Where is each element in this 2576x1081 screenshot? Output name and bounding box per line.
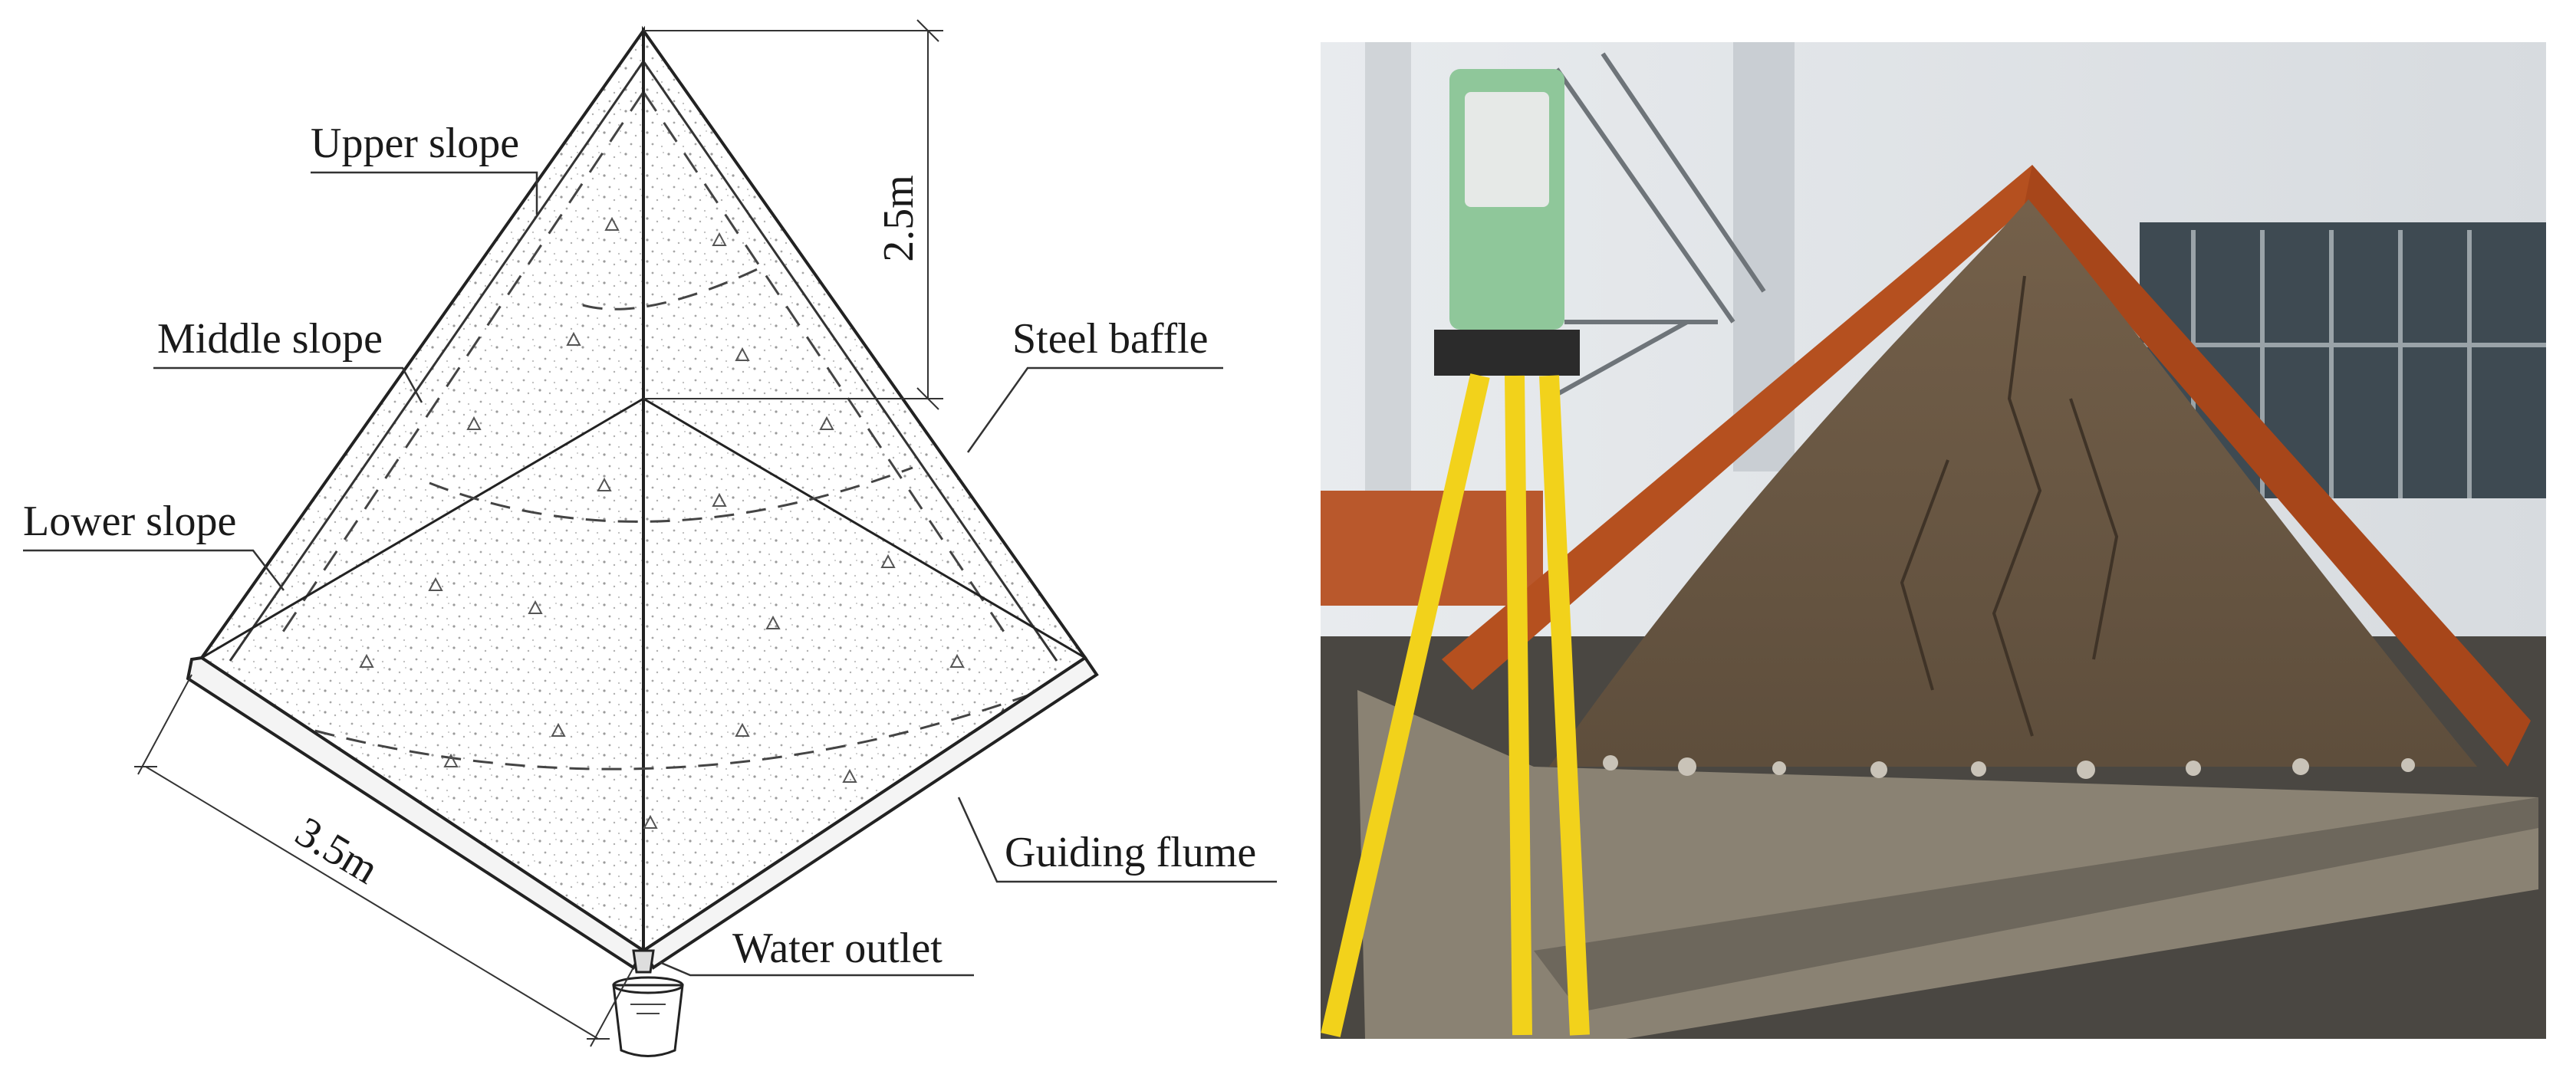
soil-cracks	[1900, 275, 2119, 737]
experiment-photo	[1321, 42, 2546, 1039]
middle-slope-leader	[153, 366, 423, 403]
lower-slope-leader	[23, 549, 285, 591]
width-dim-label: 3.5m	[288, 808, 387, 894]
water-outlet-bucket	[612, 984, 684, 1057]
water-outlet-label: Water outlet	[732, 925, 943, 972]
outlet-spout	[632, 949, 655, 974]
guiding-flume-leader	[957, 797, 1277, 883]
steel-baffle-inner-right	[642, 61, 1058, 662]
staircase	[1548, 52, 1766, 401]
arc-lower	[252, 688, 1044, 770]
width-dim-ext-bottom	[590, 967, 634, 1047]
width-dim-ext-top	[137, 674, 192, 775]
tripod-leg-center	[1505, 375, 1532, 1036]
height-dim-tick-bottom	[916, 387, 939, 410]
water-outlet-leader	[659, 961, 974, 977]
tripod-leg-left	[1321, 373, 1490, 1037]
steel-tray-rim	[1534, 797, 2538, 1012]
total-station-panel	[1465, 92, 1549, 207]
middle-slope-label: Middle slope	[157, 315, 383, 363]
ridge-right	[643, 397, 1086, 659]
steel-baffle-leader	[966, 366, 1223, 453]
gravel-toe	[1603, 755, 2415, 779]
guiding-flume-right	[641, 656, 1099, 970]
rust-frame-right	[2025, 165, 2531, 767]
height-dim-label: 2.5m	[875, 175, 923, 262]
soil-pile	[1549, 199, 2477, 767]
lower-slope-label: Lower slope	[23, 498, 236, 545]
bucket-rim	[612, 976, 684, 994]
height-dim-tick-top	[916, 19, 939, 42]
tripod-head	[1434, 330, 1580, 376]
ridge-left	[201, 397, 644, 659]
total-station-tripod	[1321, 69, 1590, 1037]
schematic-diagram: 2.5m 3.5m Upper slope Middle slope Lower…	[23, 19, 1277, 1057]
tripod-leg-right	[1539, 375, 1590, 1036]
arc-upper	[582, 267, 760, 310]
rust-frame-left	[1442, 165, 2044, 690]
upper-slope-leader	[311, 171, 538, 215]
wall-pillar-2	[1365, 42, 1411, 518]
arc-middle	[429, 466, 913, 523]
upper-slope-label: Upper slope	[311, 120, 519, 167]
steel-baffle-inner-left	[229, 61, 645, 662]
width-dim-line	[145, 766, 599, 1040]
guiding-flume-label: Guiding flume	[1005, 829, 1256, 876]
steel-baffle-label: Steel baffle	[1012, 315, 1209, 363]
triangle-markers	[359, 216, 1011, 829]
